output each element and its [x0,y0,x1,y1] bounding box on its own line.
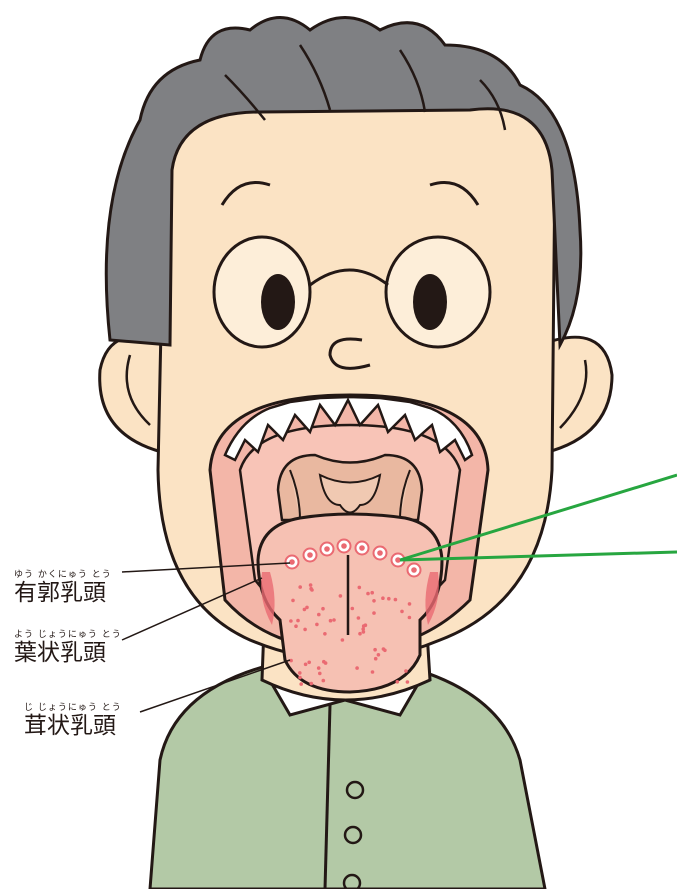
fungiform-papilla [322,679,326,683]
fungiform-papilla [322,660,326,664]
fungiform-papilla [366,592,370,596]
label-fungiform: じ じょうにゅう とう 茸状乳頭 [24,703,122,739]
fungiform-papilla [400,610,404,614]
fungiform-papilla [355,666,359,670]
right-pupil [413,274,447,330]
circumvallate-papilla-core [324,546,330,552]
fungiform-papilla [332,618,336,622]
left-pupil [261,274,295,330]
text-foliate: 葉状乳頭 [14,640,122,666]
fungiform-papilla [309,587,313,591]
fungiform-papilla [318,672,322,676]
fungiform-papilla [299,682,303,686]
fungiform-papilla [317,666,321,670]
fungiform-papilla [339,594,343,598]
fungiform-papilla [305,606,309,610]
fungiform-papilla [289,619,293,623]
fungiform-papilla [310,682,314,686]
circumvallate-papilla-core [359,545,365,551]
fungiform-papilla [294,624,298,628]
fungiform-papilla [371,670,375,674]
fungiform-papilla [370,591,374,595]
fungiform-papilla [309,583,313,587]
fungiform-papilla [291,599,295,603]
circumvallate-papilla-core [395,557,401,563]
ruby-fungiform: じ じょうにゅう とう [24,703,122,713]
fungiform-papilla [408,602,412,606]
ruby-foliate: よう じょうにゅう とう [14,630,122,640]
fungiform-papilla [406,680,410,684]
fungiform-papilla [372,599,376,603]
ruby-circumvallate: ゆう かくにゅう とう [14,570,112,580]
fungiform-papilla [315,623,319,627]
fungiform-papilla [351,607,355,611]
fungiform-papilla [357,616,361,620]
fungiform-papilla [358,586,362,590]
circumvallate-papilla-core [341,543,347,549]
text-fungiform: 茸状乳頭 [24,713,122,739]
fungiform-papilla [394,598,398,602]
fungiform-papilla [404,669,408,673]
fungiform-papilla [323,632,327,636]
fungiform-papilla [408,616,412,620]
fungiform-papilla [362,630,366,634]
fungiform-papilla [364,623,368,627]
fungiform-papilla [317,613,321,617]
fungiform-papilla [307,661,311,665]
left-glasses-lens [214,237,310,347]
circumvallate-papilla-core [307,552,313,558]
label-circumvallate: ゆう かくにゅう とう 有郭乳頭 [14,570,112,606]
fungiform-papilla [373,648,377,652]
fungiform-papilla [374,657,378,661]
fungiform-papilla [298,676,302,680]
fungiform-papilla [298,585,302,589]
fungiform-papilla [381,596,385,600]
fungiform-papilla [372,611,376,615]
circumvallate-papilla-core [289,559,295,565]
fungiform-papilla [382,647,386,651]
fungiform-papilla [396,680,400,684]
fungiform-papilla [387,597,391,601]
fungiform-papilla [298,671,302,675]
fungiform-papilla [304,663,308,667]
circumvallate-papilla-core [377,550,383,556]
fungiform-papilla [303,628,307,632]
fungiform-papilla [296,619,300,623]
fungiform-papilla [329,619,333,623]
fungiform-papilla [321,607,325,611]
label-foliate: よう じょうにゅう とう 葉状乳頭 [14,630,122,666]
text-circumvallate: 有郭乳頭 [14,580,112,606]
fungiform-papilla [377,653,381,657]
fungiform-papilla [358,632,362,636]
fungiform-papilla [341,638,345,642]
circumvallate-papilla-core [411,567,417,573]
